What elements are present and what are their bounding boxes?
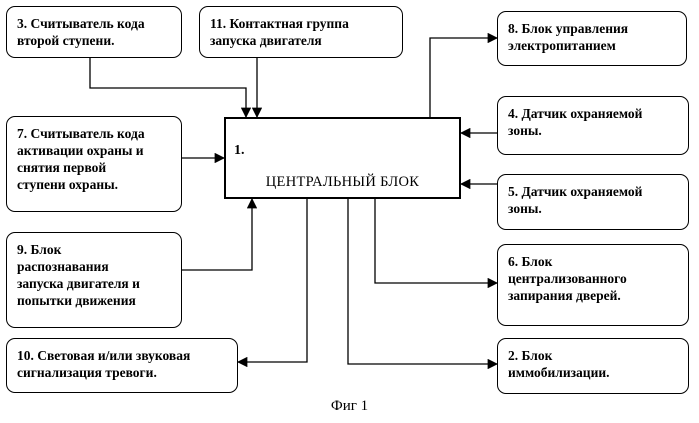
figure-caption: Фиг 1: [0, 398, 699, 415]
connector-3-to-center: [90, 58, 246, 117]
block-10-alarm-signaling: 10. Световая и/или звуковая сигнализация…: [6, 338, 238, 393]
block-5-zone-sensor: 5. Датчик охраняемой зоны.: [497, 174, 689, 230]
block-2-immobilizer: 2. Блок иммобилизации.: [497, 338, 689, 394]
connector-center-to-6: [375, 199, 497, 283]
block-6-central-door-locking: 6. Блок централизованного запирания двер…: [497, 244, 689, 326]
connector-9-to-center: [182, 199, 252, 270]
connector-center-to-2: [348, 199, 497, 364]
block-9-engine-start-motion-recognition: 9. Блок распознавания запуска двигателя …: [6, 232, 182, 328]
central-block: 1. ЦЕНТРАЛЬНЫЙ БЛОК: [224, 117, 461, 199]
block-4-zone-sensor: 4. Датчик охраняемой зоны.: [497, 96, 689, 155]
block-8-power-control-unit: 8. Блок управления электропитанием: [497, 11, 687, 66]
block-3-second-stage-code-reader: 3. Считыватель кода второй ступени.: [6, 6, 182, 58]
connector-center-to-10: [238, 199, 307, 362]
block-7-arming-code-reader: 7. Считыватель кода активации охраны и с…: [6, 116, 182, 212]
block-11-engine-start-contact-group: 11. Контактная группа запуска двигателя: [199, 6, 403, 58]
central-block-number: 1.: [234, 142, 451, 159]
connector-center-to-8: [430, 38, 497, 117]
central-block-title: ЦЕНТРАЛЬНЫЙ БЛОК: [234, 174, 451, 191]
